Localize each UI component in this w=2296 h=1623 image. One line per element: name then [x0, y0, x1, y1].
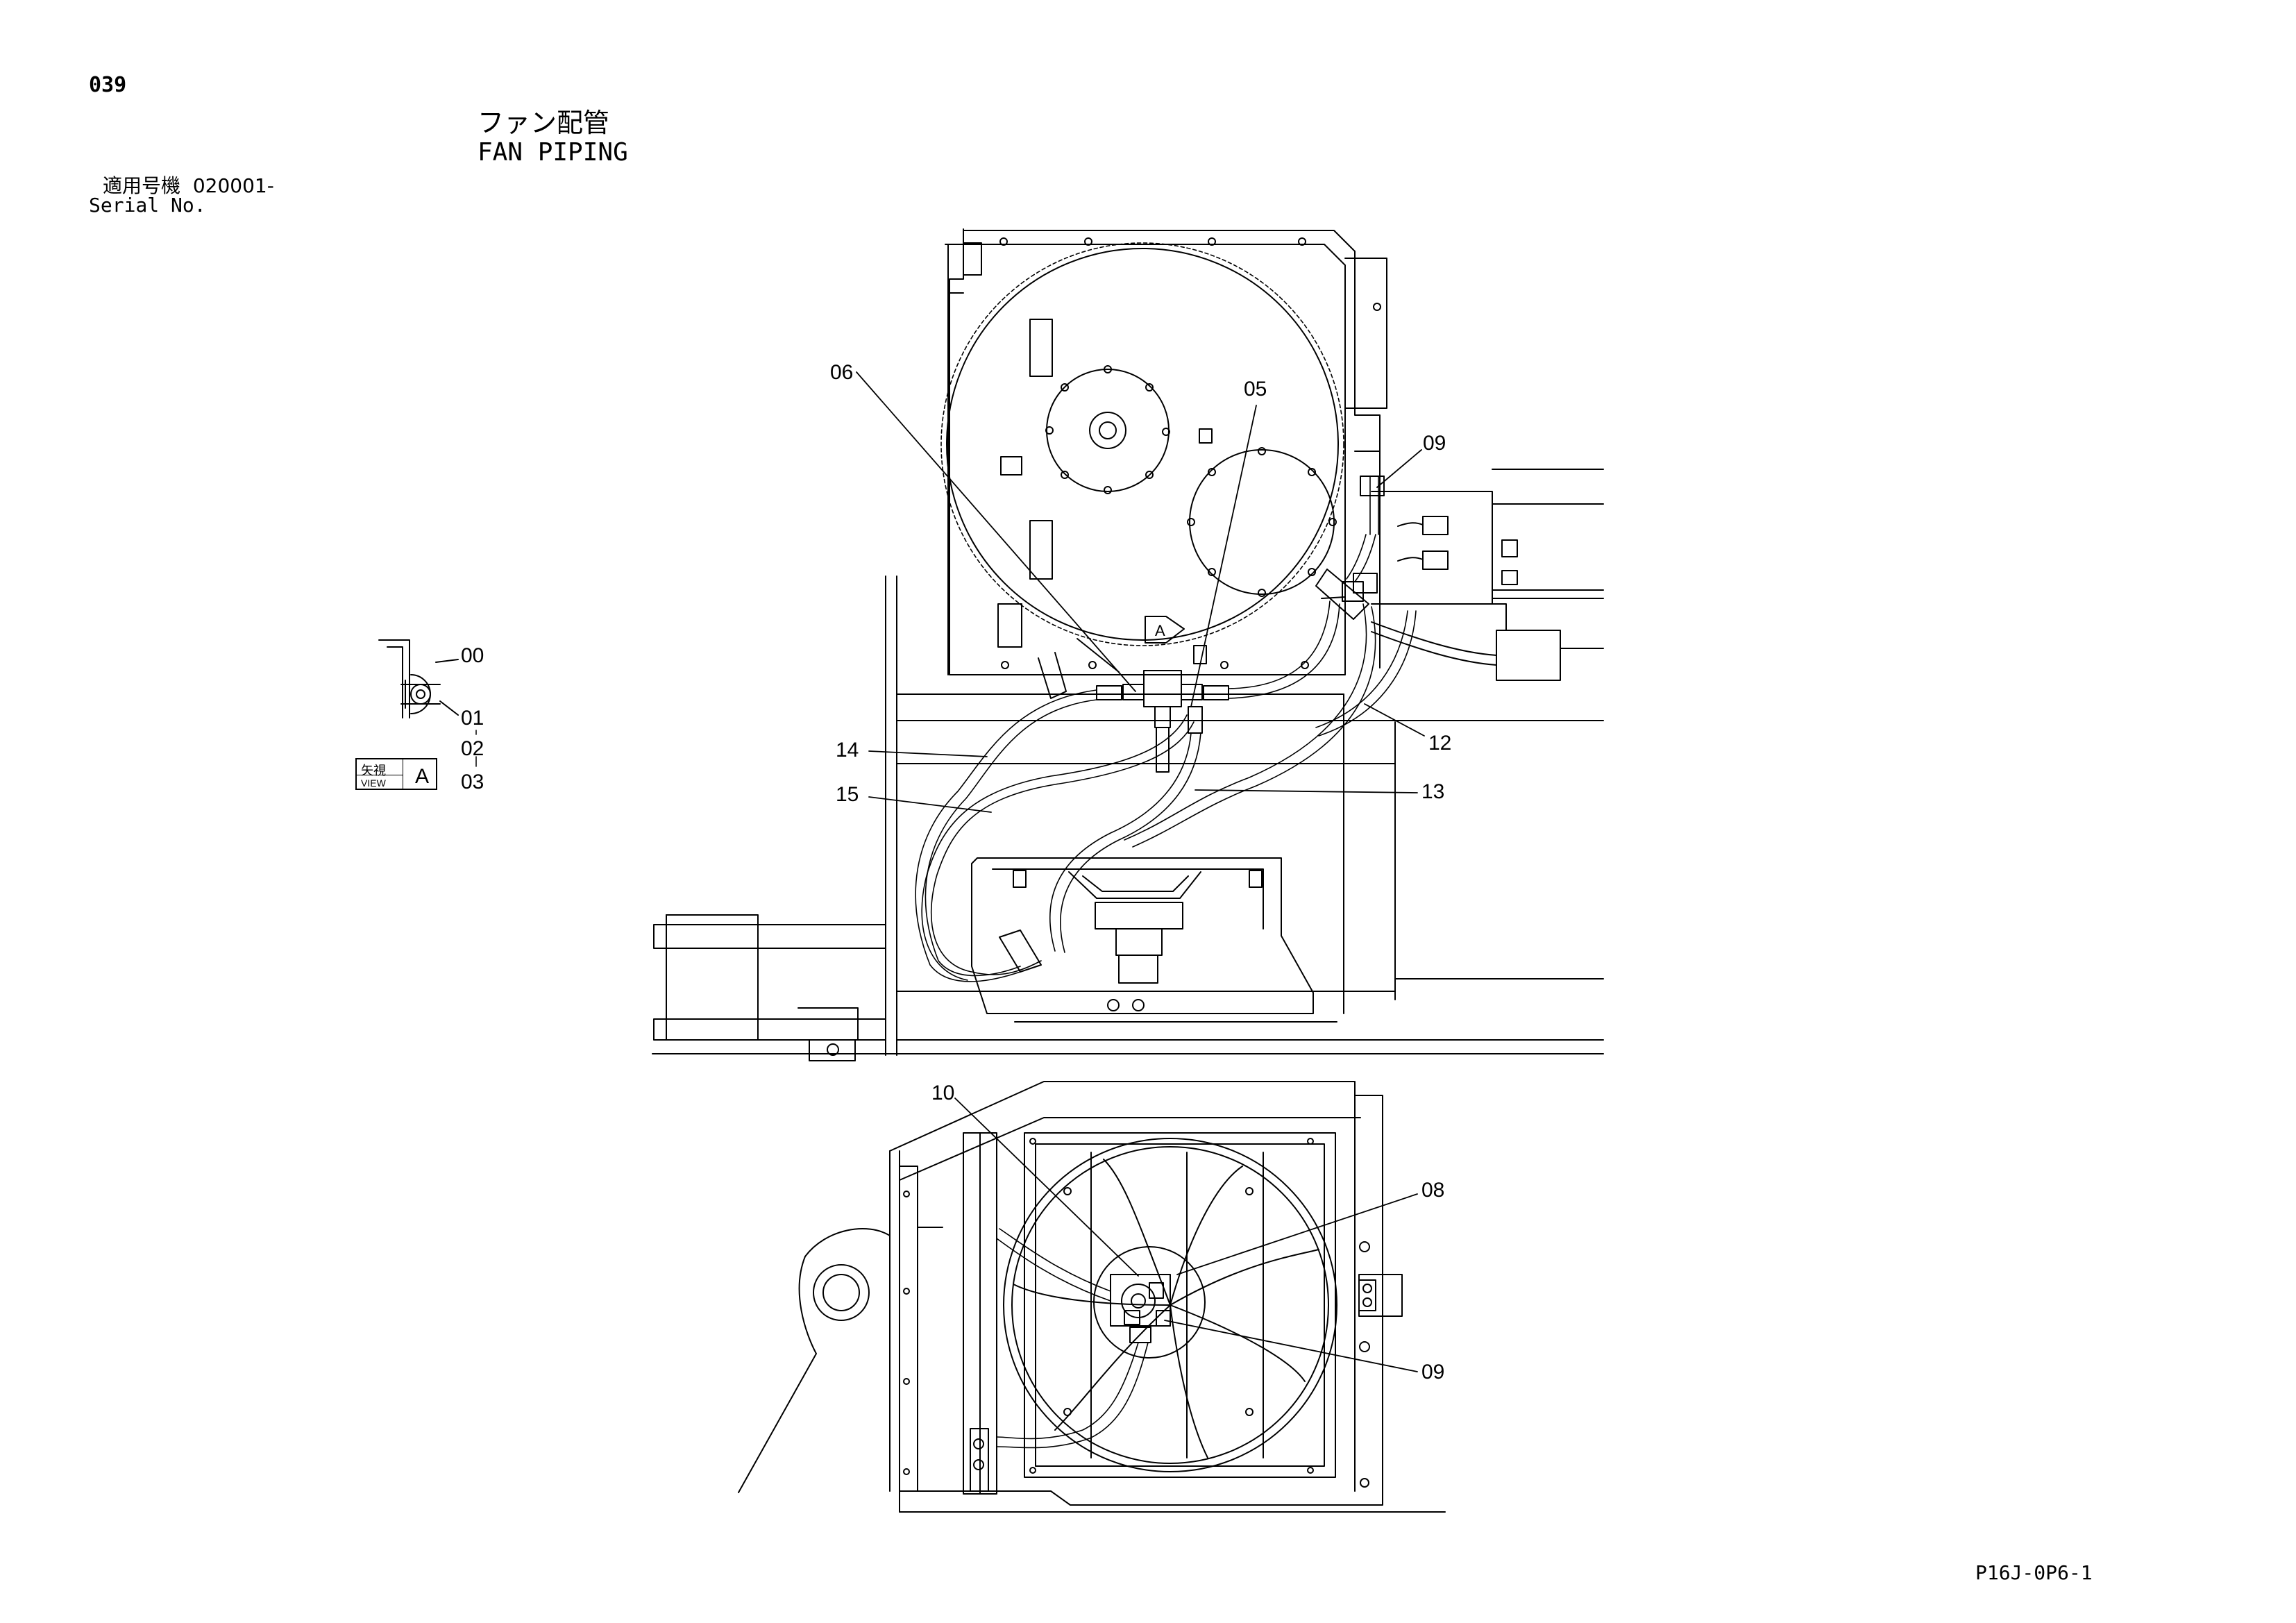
view-label-jp: 矢視 [361, 764, 386, 778]
callout-05: 05 [1244, 378, 1267, 401]
arrow-marker-letter: A [1155, 622, 1165, 639]
view-label-en: VIEW [361, 777, 386, 789]
callout-15: 15 [836, 783, 859, 806]
callout-06: 06 [830, 361, 854, 384]
lower-view [738, 1081, 1446, 1513]
view-a-marker: 矢視 VIEW A [355, 758, 437, 790]
callout-03: 03 [461, 771, 484, 793]
callout-10: 10 [931, 1082, 955, 1104]
callout-14: 14 [836, 739, 859, 762]
clamp-detail [378, 639, 477, 767]
serial-value: 020001- [192, 174, 274, 197]
callout-13: 13 [1421, 780, 1445, 803]
callout-01: 01 [461, 707, 484, 730]
serial-label-jp: 適用号機 [103, 174, 181, 197]
callout-00: 00 [461, 644, 484, 667]
callout-09-upper: 09 [1423, 432, 1446, 455]
callout-09-lower: 09 [1421, 1361, 1445, 1384]
callout-02: 02 [461, 737, 484, 760]
callout-12: 12 [1428, 732, 1452, 755]
serial-range: 適用号機 020001- [103, 176, 274, 196]
leader-lines [856, 371, 1425, 1372]
page-number: 039 [89, 73, 127, 97]
view-letter: A [415, 765, 430, 788]
upper-view: A [652, 228, 1604, 1061]
drawing-code: P16J-0P6-1 [1975, 1561, 2093, 1584]
serial-label-en: Serial No. [89, 194, 206, 217]
title-japanese: ファン配管 [478, 108, 610, 138]
callout-08: 08 [1421, 1179, 1445, 1202]
title-english: FAN PIPING [478, 138, 628, 167]
